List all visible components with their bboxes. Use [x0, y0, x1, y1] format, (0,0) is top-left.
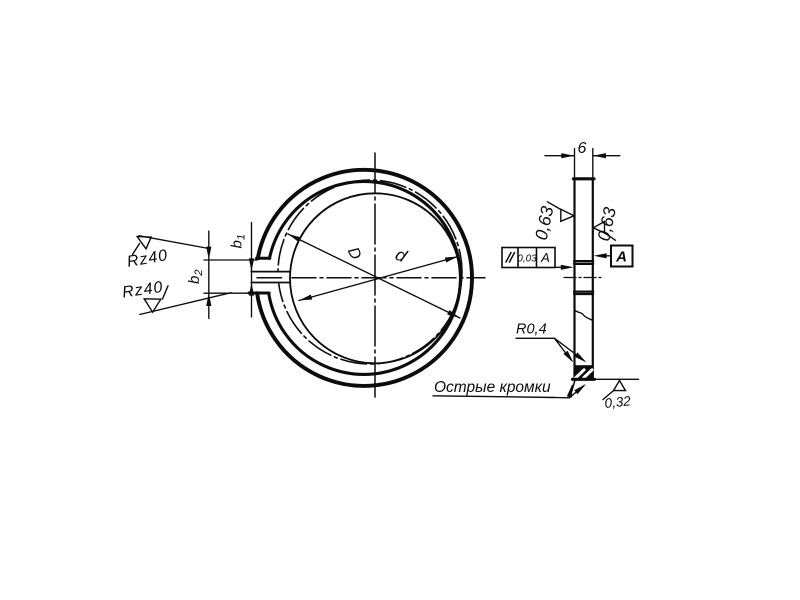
svg-text:0,63: 0,63: [531, 204, 558, 242]
svg-text:0,63: 0,63: [593, 205, 620, 243]
svg-text:Острые кромки: Острые кромки: [434, 379, 551, 396]
svg-text:Rz40: Rz40: [126, 247, 170, 271]
svg-text:A: A: [540, 250, 550, 265]
svg-text:d: d: [392, 244, 410, 267]
svg-text:R0,4: R0,4: [516, 322, 547, 338]
svg-text:0,03: 0,03: [517, 254, 537, 265]
svg-text:6: 6: [578, 140, 587, 157]
svg-text:Rz40: Rz40: [121, 279, 164, 302]
svg-text:D: D: [344, 245, 364, 263]
svg-text:A: A: [615, 249, 627, 266]
svg-text:b1: b1: [229, 234, 248, 248]
svg-text:0,32: 0,32: [604, 393, 632, 411]
svg-text:b2: b2: [186, 270, 205, 284]
